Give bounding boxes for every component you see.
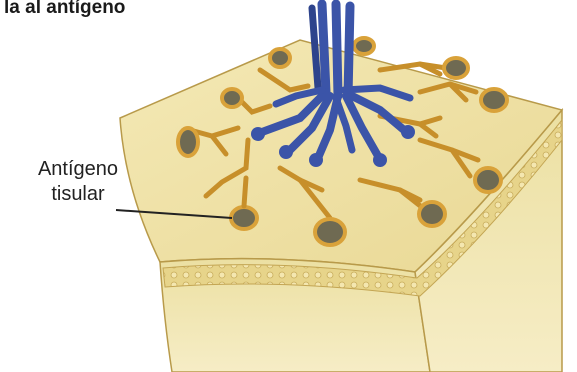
antibody-tip — [279, 145, 293, 159]
antigen-receptor — [354, 38, 374, 54]
antibody-tip — [401, 125, 415, 139]
antibody-tip — [251, 127, 265, 141]
antibody-tip — [373, 153, 387, 167]
antibody-tip — [309, 153, 323, 167]
antibody-stem — [322, 4, 326, 92]
antibody-stem — [348, 6, 350, 96]
antibody-stem — [336, 4, 338, 96]
